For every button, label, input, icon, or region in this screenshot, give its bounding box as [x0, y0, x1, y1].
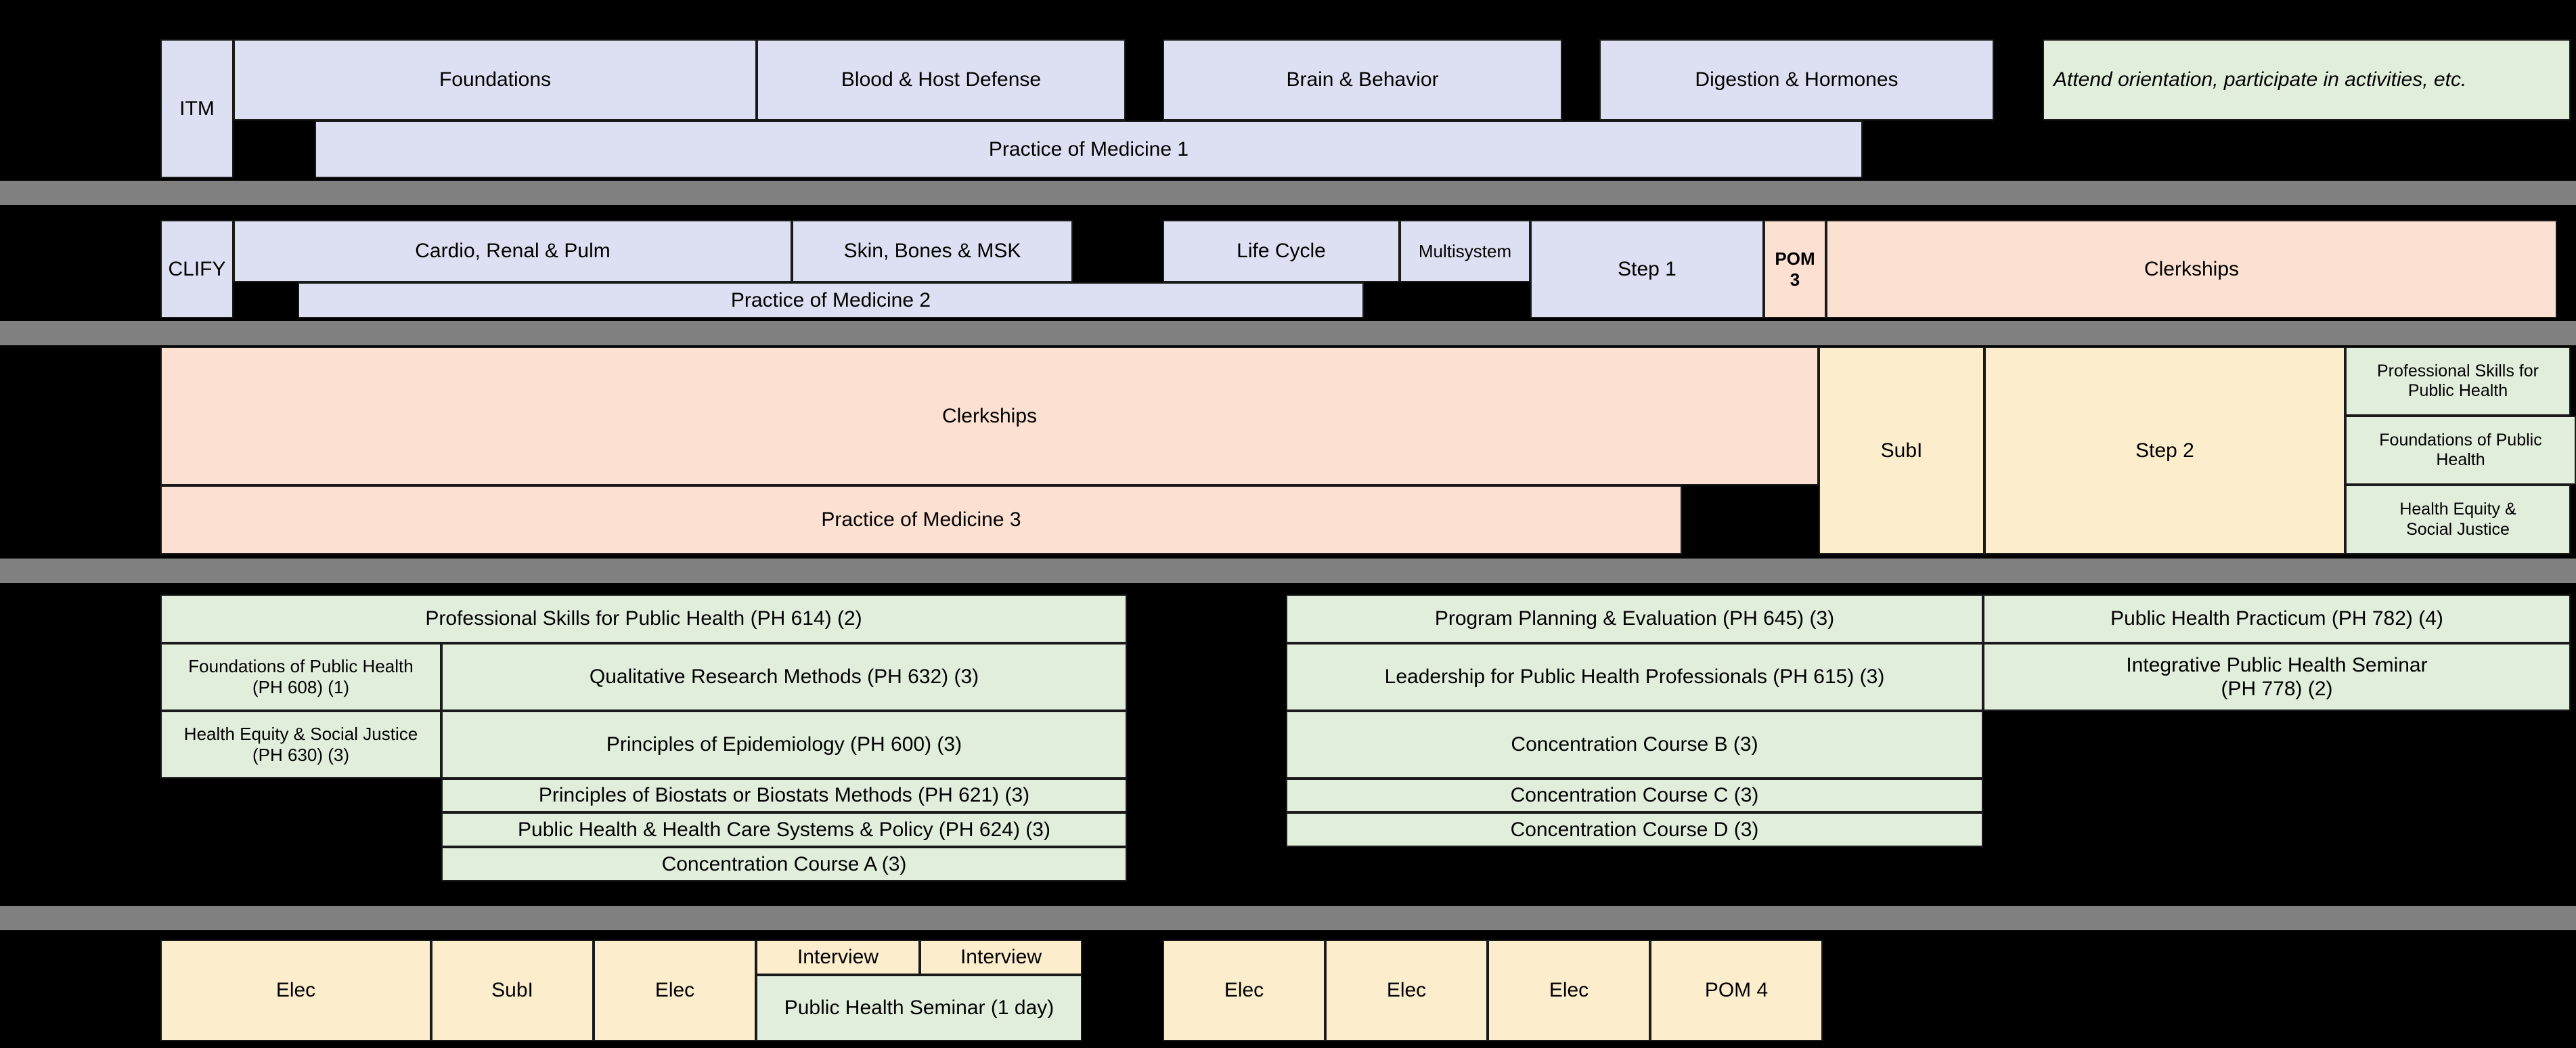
year1-phase-label: ITM	[160, 39, 234, 178]
mph-concentration-course-c: Concentration Course C (3)	[1286, 779, 1983, 812]
year4-elec-2: Elec	[594, 940, 756, 1041]
mph-public-health-practicum-782: Public Health Practicum (PH 782) (4)	[1983, 594, 2571, 643]
year2-block-skin-bones-msk: Skin, Bones & MSK	[792, 220, 1073, 282]
year3-ph-foundations: Foundations of Public Health	[2345, 416, 2576, 485]
year2-clerkships: Clerkships	[1826, 220, 2557, 318]
year3-step-2: Step 2	[1984, 347, 2345, 554]
year4-interview-2: Interview	[920, 940, 1082, 975]
year2-block-step-1: Step 1	[1530, 220, 1764, 318]
year1-block-brain-behavior: Brain & Behavior	[1163, 39, 1562, 121]
year3-subi: SubI	[1819, 347, 1984, 554]
year4-pom-4: POM 4	[1650, 940, 1823, 1041]
mph-professional-skills-614: Professional Skills for Public Health (P…	[160, 594, 1127, 643]
year2-block-life-cycle: Life Cycle	[1163, 220, 1400, 282]
year2-phase-label: CLIFY	[160, 220, 234, 318]
year1-block-blood-host-defense: Blood & Host Defense	[757, 39, 1126, 121]
mph-foundations-608: Foundations of Public Health (PH 608) (1…	[160, 643, 441, 711]
mph-integrative-seminar-778: Integrative Public Health Seminar (PH 77…	[1983, 643, 2571, 711]
mph-concentration-course-a: Concentration Course A (3)	[441, 847, 1127, 881]
year2-pom-3: POM 3	[1764, 220, 1826, 318]
year4-elec-3: Elec	[1163, 940, 1325, 1041]
mph-concentration-course-b: Concentration Course B (3)	[1286, 711, 1983, 779]
year2-block-cardio-renal-pulm: Cardio, Renal & Pulm	[234, 220, 792, 282]
year4-public-health-seminar: Public Health Seminar (1 day)	[756, 975, 1082, 1041]
year3-practice-of-medicine-3: Practice of Medicine 3	[160, 485, 1682, 554]
year4-elec-1: Elec	[160, 940, 431, 1041]
year4-interview-1: Interview	[756, 940, 920, 975]
mph-qualitative-research-632: Qualitative Research Methods (PH 632) (3…	[441, 643, 1127, 711]
mph-leadership-615: Leadership for Public Health Professiona…	[1286, 643, 1983, 711]
year2-block-multisystem: Multisystem	[1400, 220, 1530, 282]
year-separator-band-4	[0, 906, 2576, 930]
mph-concentration-course-d: Concentration Course D (3)	[1286, 812, 1983, 847]
year3-clerkships: Clerkships	[160, 347, 1819, 485]
year2-practice-of-medicine-2: Practice of Medicine 2	[298, 282, 1364, 318]
year3-ph-health-equity: Health Equity & Social Justice	[2345, 485, 2571, 554]
mph-ph-health-care-systems-624: Public Health & Health Care Systems & Po…	[441, 812, 1127, 847]
year1-block-digestion-hormones: Digestion & Hormones	[1599, 39, 1994, 121]
year3-ph-professional-skills: Professional Skills for Public Health	[2345, 347, 2571, 416]
year1-practice-of-medicine-1: Practice of Medicine 1	[315, 121, 1863, 178]
year4-elec-4: Elec	[1325, 940, 1488, 1041]
year4-subi: SubI	[431, 940, 594, 1041]
year1-block-foundations: Foundations	[234, 39, 757, 121]
year-separator-band-1	[0, 181, 2576, 205]
mph-principles-biostats-621: Principles of Biostats or Biostats Metho…	[441, 779, 1127, 812]
year-separator-band-2	[0, 321, 2576, 345]
year1-orientation-note: Attend orientation, participate in activ…	[2043, 39, 2571, 121]
mph-principles-epidemiology-600: Principles of Epidemiology (PH 600) (3)	[441, 711, 1127, 779]
year-separator-band-3	[0, 559, 2576, 583]
mph-health-equity-630: Health Equity & Social Justice (PH 630) …	[160, 711, 441, 779]
year4-elec-5: Elec	[1488, 940, 1650, 1041]
mph-program-planning-645: Program Planning & Evaluation (PH 645) (…	[1286, 594, 1983, 643]
